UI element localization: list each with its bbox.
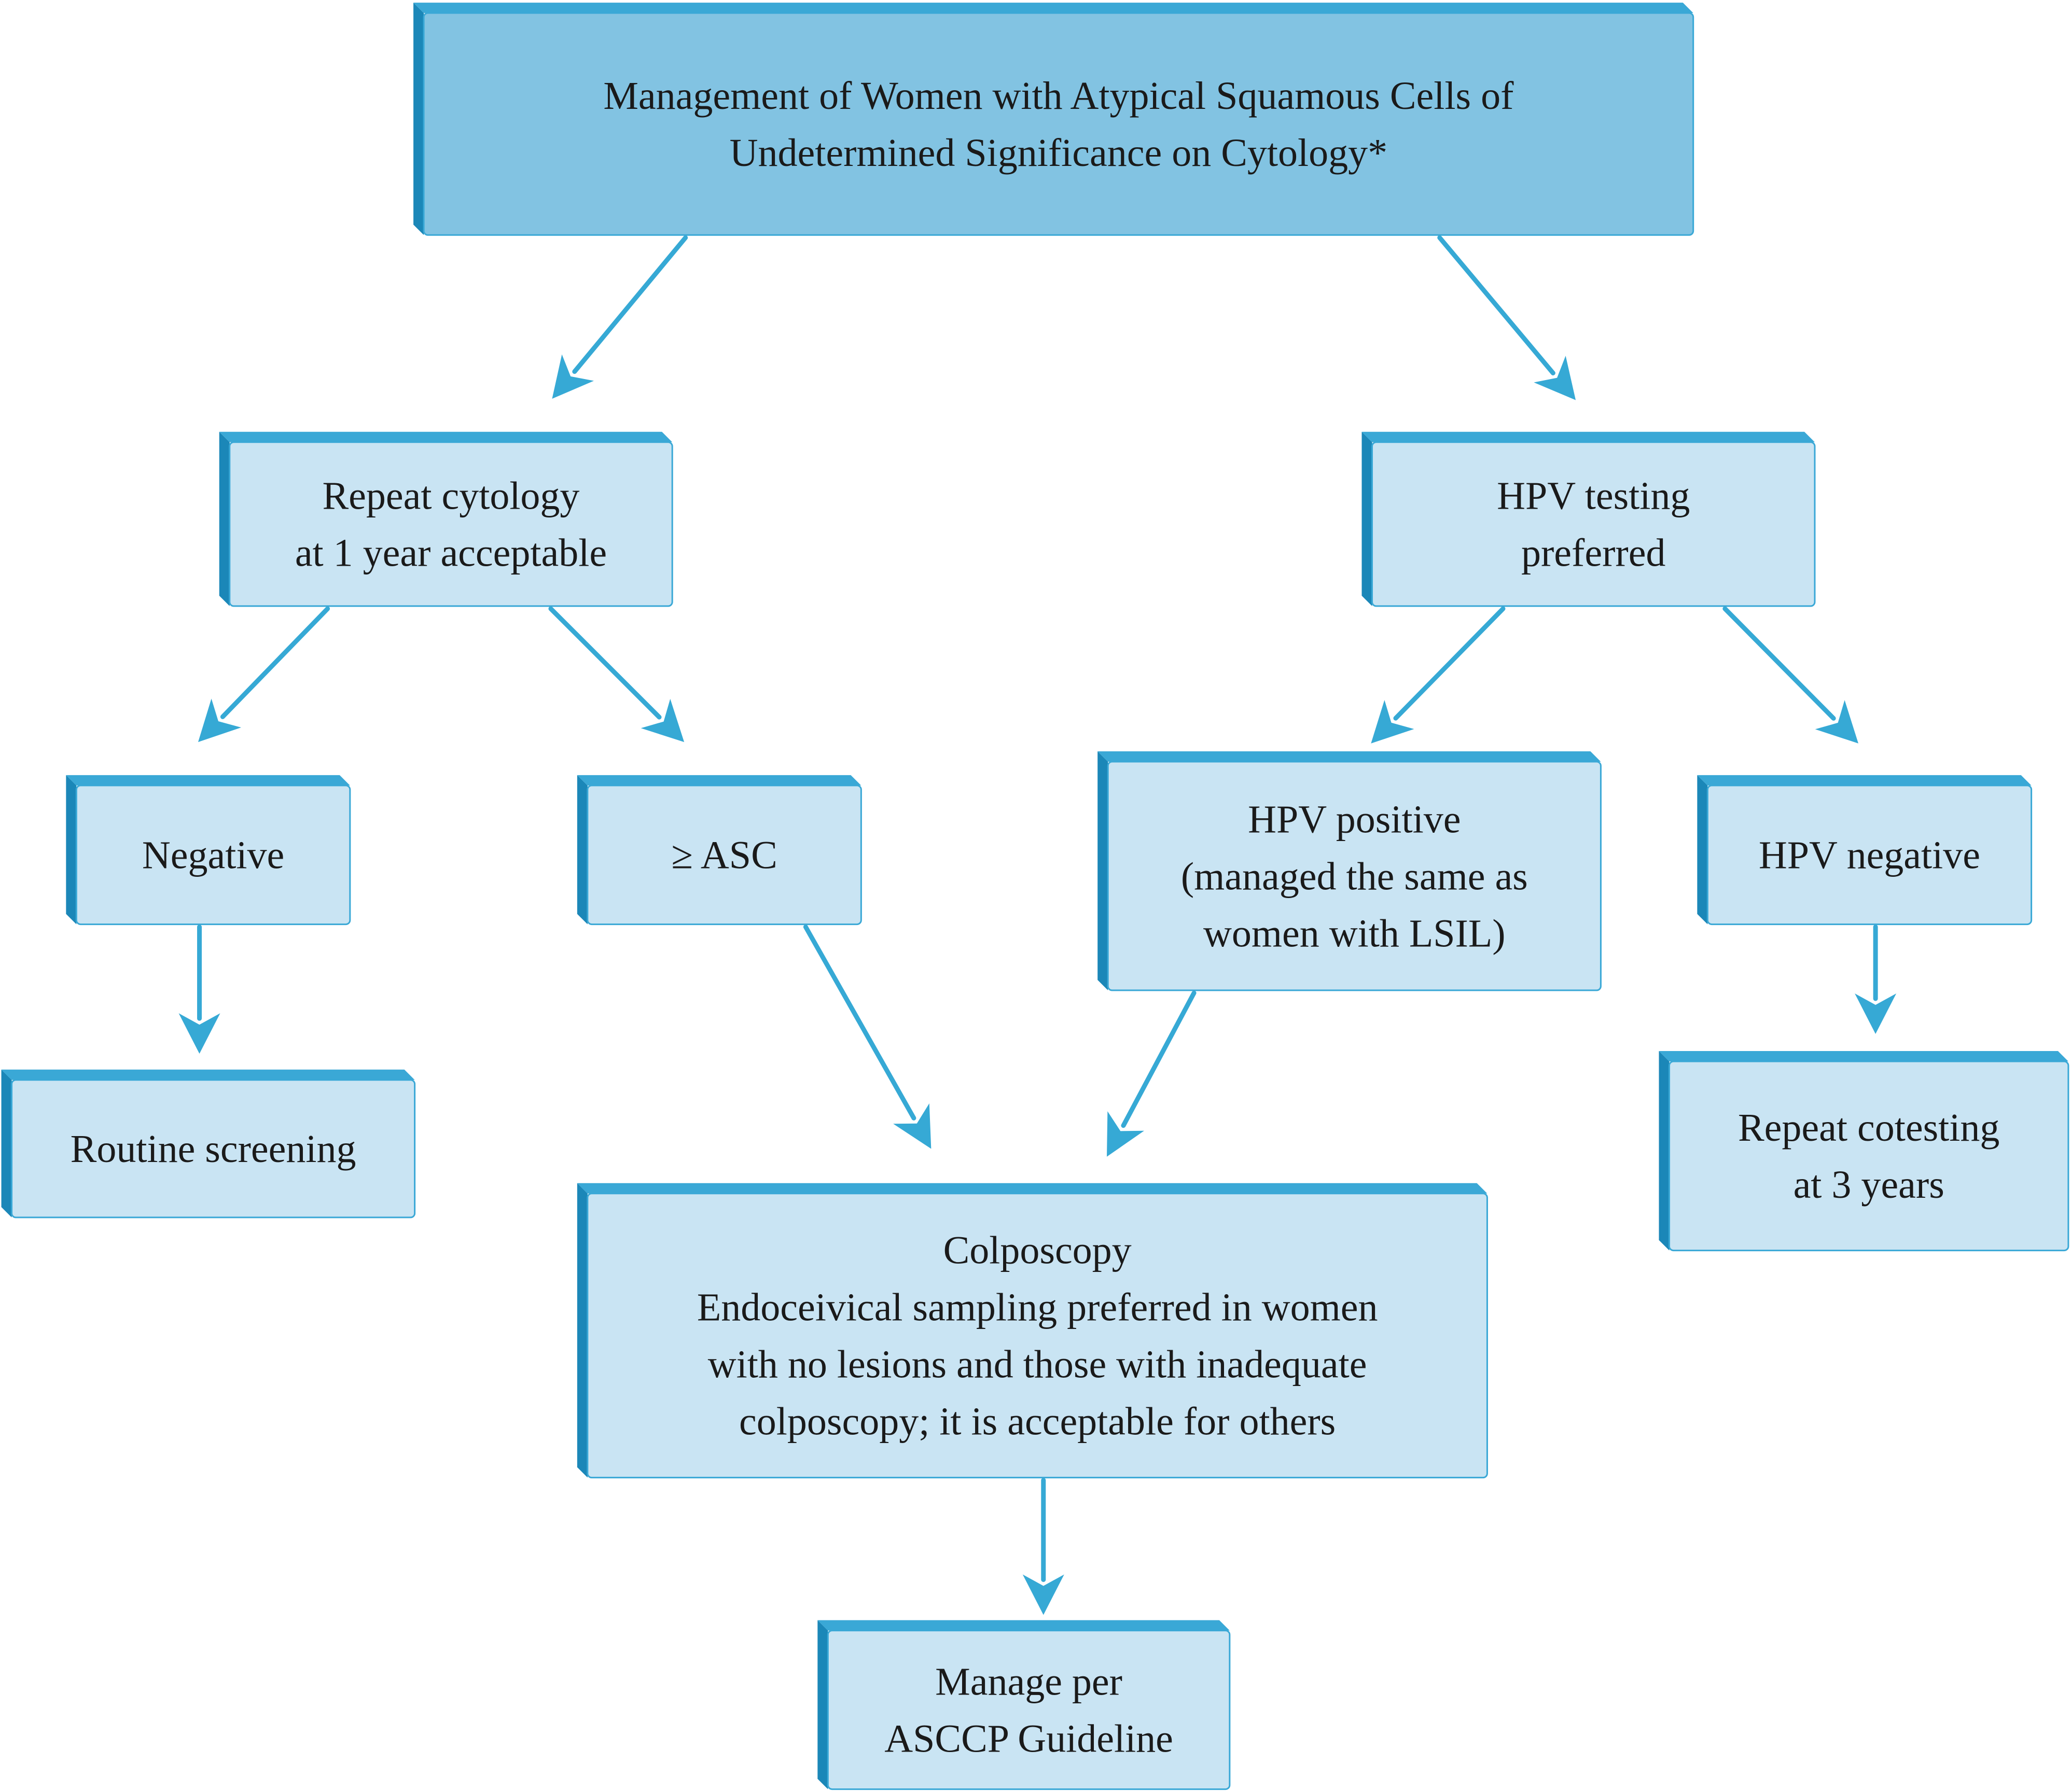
node-text-line: HPV negative — [1759, 834, 1980, 877]
bevel-top — [1361, 431, 1815, 442]
arrowhead — [198, 698, 242, 743]
node-text-line: Repeat cytology — [322, 474, 579, 518]
node-text-line: Endoceivical sampling preferred in women — [697, 1285, 1378, 1329]
node-text-line: ≥ ASC — [671, 834, 777, 877]
node-text-line: Management of Women with Atypical Squamo… — [603, 74, 1514, 118]
bevel-top — [577, 1183, 1488, 1194]
node-text-line: Negative — [142, 834, 284, 877]
arrow-shaft — [220, 606, 330, 719]
node-text-line: women with LSIL) — [1203, 912, 1506, 955]
node-text-line: HPV testing — [1497, 474, 1690, 518]
bevel-top — [1697, 775, 2032, 786]
node-hpv-positive: HPV positive (managed the same as women wi… — [1097, 751, 1602, 991]
arrow-shaft — [1722, 606, 1836, 721]
node-text-line: preferred — [1521, 531, 1665, 575]
arrowhead — [178, 1013, 220, 1054]
box-face — [1706, 785, 2033, 926]
node-text-line: Routine screening — [71, 1127, 356, 1171]
arrowhead — [552, 354, 594, 399]
bevel-top — [1097, 751, 1601, 762]
bevel-top — [219, 431, 673, 442]
node-routine-screening: Routine screening — [1, 1069, 416, 1219]
arrow-title-to-repeat-cytology — [552, 235, 688, 399]
bevel-top — [66, 775, 350, 786]
arrowhead — [1022, 1574, 1064, 1615]
node-text-line: Repeat cotesting — [1738, 1106, 1999, 1150]
arrow-shaft — [803, 925, 916, 1121]
bevel-left — [1, 1069, 12, 1217]
bevel-left — [413, 3, 424, 235]
arrow-hpv-negative-to-repeat-cotesting — [1855, 925, 1897, 1034]
bevel-top — [1659, 1051, 2068, 1062]
node-repeat-cytology: Repeat cytology at 1 year acceptable — [219, 431, 673, 607]
node-text-line: ASCCP Guideline — [884, 1717, 1173, 1760]
arrowhead — [1534, 356, 1576, 400]
arrow-negative-to-routine-screening — [178, 925, 220, 1054]
arrow-colposcopy-to-manage-asccp — [1022, 1478, 1064, 1615]
node-text-line: with no lesions and those with inadequat… — [708, 1342, 1367, 1386]
node-text-line: (managed the same as — [1181, 855, 1528, 898]
box-face — [75, 785, 351, 926]
bevel-left — [66, 775, 77, 925]
nodes-layer: Management of Women with Atypical Squamo… — [1, 3, 2069, 1790]
arrowhead — [893, 1103, 932, 1149]
edges-layer — [178, 235, 1897, 1615]
bevel-left — [577, 775, 588, 925]
box-face — [1668, 1060, 2069, 1252]
node-hpv-testing: HPV testing preferred — [1361, 431, 1816, 607]
node-negative: Negative — [66, 775, 351, 926]
node-hpv-negative: HPV negative — [1697, 775, 2033, 926]
arrow-shaft — [548, 606, 662, 720]
arrow-repeat-cytology-to-negative — [198, 606, 330, 743]
arrow-hpv-testing-to-hpv-negative — [1722, 606, 1859, 744]
bevel-left — [219, 431, 230, 606]
bevel-left — [817, 1620, 828, 1789]
box-face — [1107, 761, 1602, 991]
node-text-line: Manage per — [935, 1660, 1122, 1703]
bevel-top — [577, 775, 861, 786]
bevel-left — [1361, 431, 1372, 606]
arrow-hpv-positive-to-colposcopy — [1107, 990, 1197, 1157]
box-face — [827, 1630, 1231, 1790]
node-repeat-cotesting: Repeat cotesting at 3 years — [1659, 1051, 2069, 1252]
bevel-top — [817, 1620, 1230, 1631]
node-title: Management of Women with Atypical Squamo… — [413, 3, 1694, 236]
arrow-shaft — [572, 235, 688, 374]
bevel-top — [413, 3, 1693, 13]
bevel-left — [1097, 751, 1108, 990]
bevel-left — [577, 1183, 588, 1478]
arrowhead — [641, 698, 685, 743]
box-face — [587, 1193, 1488, 1479]
node-text-line: HPV positive — [1248, 797, 1461, 841]
arrow-shaft — [1393, 606, 1506, 721]
arrowhead — [1107, 1111, 1144, 1157]
box-face — [423, 12, 1694, 236]
node-text-line: colposcopy; it is acceptable for others — [739, 1399, 1336, 1443]
node-text-line: Undetermined Significance on Cytology* — [730, 131, 1388, 175]
box-face — [229, 441, 673, 607]
bevel-left — [1659, 1051, 1670, 1251]
node-text-line: Colposcopy — [943, 1228, 1132, 1272]
arrow-hpv-testing-to-hpv-positive — [1371, 606, 1506, 744]
node-asc: ≥ ASC — [577, 775, 862, 926]
arrow-repeat-cytology-to-asc — [548, 606, 685, 743]
arrow-shaft — [1121, 990, 1197, 1128]
bevel-left — [1697, 775, 1708, 925]
box-face — [1371, 441, 1816, 607]
arrowhead — [1855, 993, 1897, 1034]
bevel-top — [1, 1069, 415, 1080]
box-face — [587, 785, 862, 926]
node-text-line: at 1 year acceptable — [295, 531, 607, 575]
arrow-asc-to-colposcopy — [803, 925, 932, 1149]
arrow-shaft — [1437, 235, 1555, 375]
node-text-line: at 3 years — [1794, 1163, 1944, 1207]
arrowhead — [1371, 700, 1414, 744]
box-face — [11, 1079, 416, 1219]
arrowhead — [1815, 700, 1859, 744]
arrow-title-to-hpv-testing — [1437, 235, 1576, 400]
